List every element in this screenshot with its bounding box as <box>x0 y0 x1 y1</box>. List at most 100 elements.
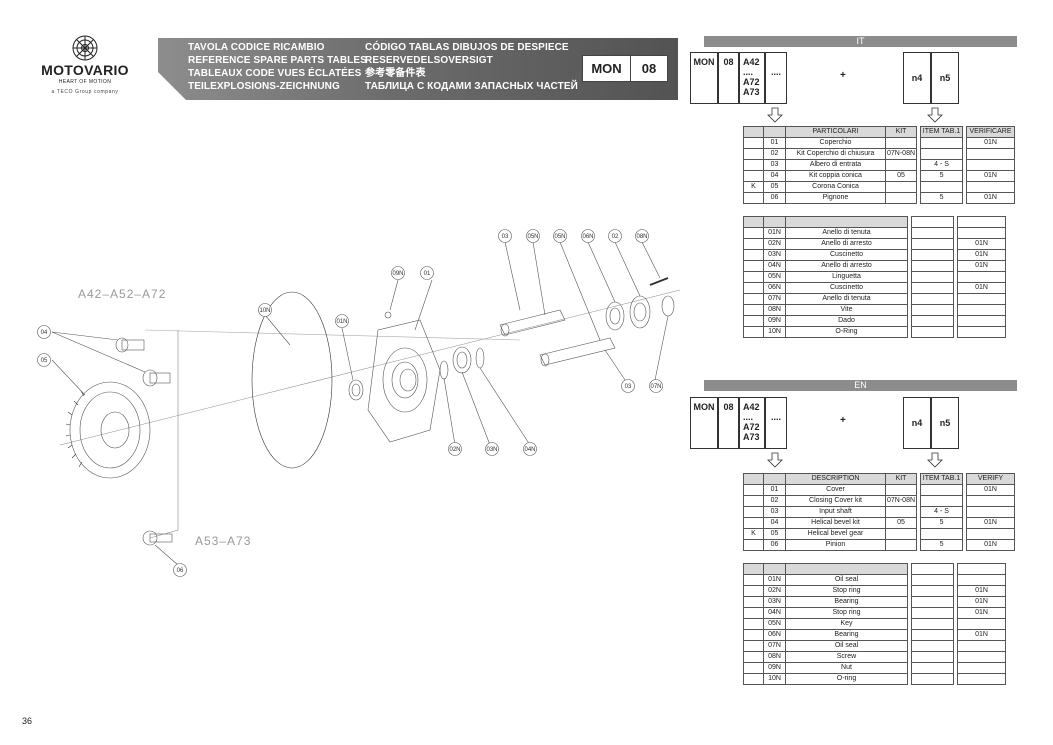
down-arrow-icon <box>927 452 943 468</box>
table-header: DESCRIPTION <box>785 473 886 485</box>
callout-label: 03 <box>625 384 632 390</box>
callout-label: 09N <box>392 271 403 277</box>
table-cell: 07N <box>763 293 786 305</box>
table-cell: 05 <box>763 528 786 540</box>
table-cell <box>743 238 764 250</box>
table-cell <box>743 315 764 327</box>
table-cell <box>743 304 764 316</box>
table-cell <box>743 651 764 663</box>
table-cell <box>911 640 954 652</box>
table-cell <box>911 607 954 619</box>
header-title: TEILEXPLOSIONS-ZEICHNUNG <box>188 81 340 92</box>
table-cell: Stop ring <box>785 585 908 597</box>
table-cell <box>743 484 764 496</box>
callout-label: 01 <box>424 271 431 277</box>
page-number: 36 <box>22 716 33 726</box>
table-cell <box>911 249 954 261</box>
header-band: TAVOLA CODICE RICAMBIO REFERENCE SPARE P… <box>158 38 678 100</box>
table-cell <box>743 618 764 630</box>
header-title: RESERVEDELSOVERSIGT <box>365 55 493 66</box>
code-cell-n5: n5 <box>931 52 959 104</box>
exploded-view-drawing: A42–A52–A72 A53–A73 04 05 06 10N 09N 01 … <box>37 229 681 577</box>
pinion-drawing <box>115 337 173 546</box>
table-cell: Linguetta <box>785 271 908 283</box>
table-cell <box>911 304 954 316</box>
table-cell: Kit coppia conica <box>785 170 886 182</box>
table-cell: 03N <box>763 596 786 608</box>
table-cell <box>920 137 964 149</box>
table-header-row <box>743 216 1006 228</box>
table-cell: 01N <box>957 249 1006 261</box>
table-cell <box>957 315 1006 327</box>
table-cell <box>966 495 1016 507</box>
callout-label: 06N <box>582 234 593 240</box>
callout-label: 02N <box>449 447 460 453</box>
callout-label: 07N <box>650 384 661 390</box>
table-cell: 01N <box>966 484 1016 496</box>
table-cell: 07N-08N <box>884 148 918 160</box>
code-model: A42 <box>743 402 760 412</box>
table-header <box>785 216 908 228</box>
table-cell <box>911 227 954 239</box>
callout-label: 03N <box>486 447 497 453</box>
table-cell <box>920 495 964 507</box>
table-header: ITEM TAB.1 <box>920 126 964 138</box>
bevel-gear-drawing <box>65 381 151 479</box>
o-ring-drawing <box>251 291 333 469</box>
table-header <box>763 473 786 485</box>
table-cell <box>911 585 954 597</box>
table-cell <box>957 574 1006 586</box>
table-cell: Key <box>785 618 908 630</box>
table-header: VERIFICARE <box>966 126 1016 138</box>
table-cell: Helical bevel kit <box>785 517 886 529</box>
table-cell: 01N <box>957 607 1006 619</box>
table-cell <box>911 574 954 586</box>
table-cell: Closing Cover kit <box>785 495 886 507</box>
table-cell: Stop ring <box>785 607 908 619</box>
code-model: A72 <box>743 422 760 432</box>
motovario-emblem-icon <box>72 35 98 61</box>
table-cell: 06 <box>763 192 786 204</box>
table-header <box>743 563 764 575</box>
table-cell <box>743 596 764 608</box>
callout-label: 10N <box>259 308 270 314</box>
down-arrow-icon <box>927 107 943 123</box>
table-header <box>785 563 908 575</box>
code-model: .... <box>743 67 754 77</box>
table-cell <box>743 137 764 149</box>
table-cell: Anello di arresto <box>785 238 908 250</box>
table-cell <box>957 227 1006 239</box>
table-cell: 07N-08N <box>884 495 918 507</box>
table-cell: 10N <box>763 326 786 338</box>
table-cell <box>743 539 764 551</box>
table-cell <box>743 170 764 182</box>
table-cell: Kit Coperchio di chiusura <box>785 148 886 160</box>
table-cell <box>966 181 1016 193</box>
table-header: VERIFY <box>966 473 1016 485</box>
header-titles-left: TAVOLA CODICE RICAMBIO REFERENCE SPARE P… <box>188 41 367 93</box>
table-cell: 4 - S <box>920 159 964 171</box>
table-cell: Input shaft <box>785 506 886 518</box>
table-cell: O-Ring <box>785 326 908 338</box>
table-cell: Anello di tenuta <box>785 227 908 239</box>
table-cell <box>743 629 764 641</box>
parts-table-it: PARTICOLARI KIT ITEM TAB.1 VERIFICARE 01… <box>743 126 1016 204</box>
group-label-a53: A53–A73 <box>195 534 251 548</box>
table-cell <box>743 673 764 685</box>
callout-label: 02 <box>612 234 619 240</box>
table-cell: Oil seal <box>785 640 908 652</box>
table-header <box>763 563 786 575</box>
